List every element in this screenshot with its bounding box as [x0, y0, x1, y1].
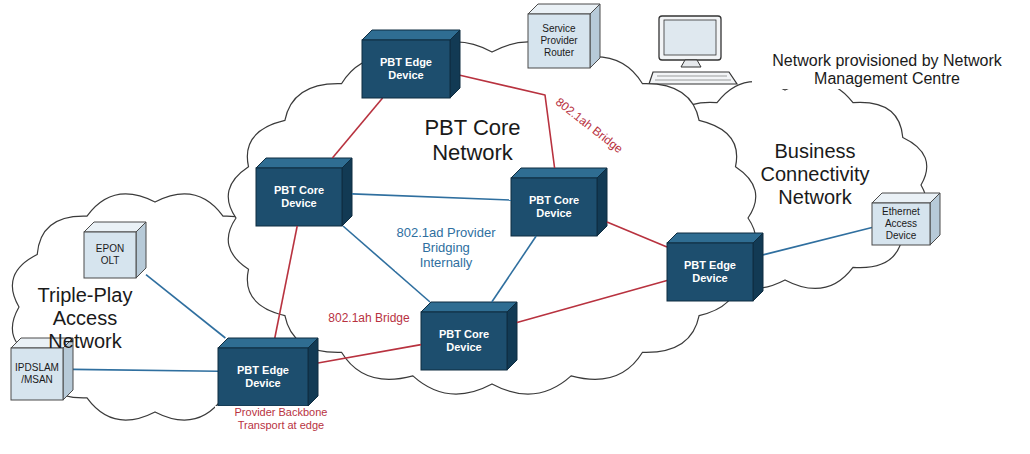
link-line [460, 75, 555, 168]
device-face: EPON OLT [84, 232, 136, 278]
box-top [11, 338, 73, 348]
device-face: IPDSLAM /MSAN [11, 348, 63, 400]
pbt-device: PBT Edge Device [362, 30, 460, 98]
box-top [421, 302, 517, 312]
device-label: PBT Edge Device [670, 259, 750, 285]
pbt-device: PBT Edge Device [667, 233, 763, 301]
device-label: IPDSLAM /MSAN [14, 362, 60, 386]
box-side [136, 222, 146, 278]
device-face: PBT Edge Device [362, 40, 450, 98]
box-side [597, 168, 607, 236]
access-device: Service Provider Router [528, 4, 600, 68]
box-side [507, 302, 517, 370]
link-line [146, 275, 225, 338]
box-top [84, 222, 146, 232]
device-face: Service Provider Router [528, 14, 590, 68]
annotation-label: 802.1ad Provider Bridging Internally [395, 226, 497, 271]
link-line [318, 345, 421, 363]
annotation-label: Network provisioned by Network Managemen… [752, 52, 1022, 89]
annotation-label: 802.1ah Bridge [318, 312, 420, 326]
keyboard-keys [655, 76, 731, 80]
device-label: Ethernet Access Device [875, 206, 927, 242]
access-device: Ethernet Access Device [872, 193, 940, 245]
link-line [352, 194, 511, 200]
device-face: PBT Edge Device [218, 348, 308, 406]
box-side [450, 30, 460, 98]
device-face: Ethernet Access Device [872, 203, 930, 245]
device-label: PBT Edge Device [365, 56, 447, 82]
box-front [256, 168, 342, 226]
box-top [872, 193, 940, 203]
link-line [332, 98, 382, 158]
device-label: PBT Core Device [424, 328, 504, 354]
box-side [342, 158, 352, 226]
box-top [256, 158, 352, 168]
access-device: EPON OLT [84, 222, 146, 278]
pbt-device: PBT Edge Device [218, 338, 318, 406]
box-side [63, 338, 73, 400]
cloud-title: Business Connectivity Network [745, 140, 885, 209]
device-label: EPON OLT [87, 243, 133, 267]
device-label: PBT Core Device [514, 194, 594, 220]
box-top [528, 4, 600, 14]
box-front [872, 203, 930, 245]
link-line [275, 226, 297, 338]
monitor-stand [681, 60, 701, 67]
computer-icon [645, 10, 745, 90]
link-line [73, 369, 218, 371]
box-front [218, 348, 308, 406]
cloud-title: PBT Core Network [400, 115, 545, 166]
device-face: PBT Core Device [256, 168, 342, 226]
device-label: Service Provider Router [531, 23, 587, 59]
box-front [362, 40, 450, 98]
keyboard [649, 72, 737, 84]
monitor [659, 16, 721, 60]
box-top [511, 168, 607, 178]
box-front [421, 312, 507, 370]
box-top [218, 338, 318, 348]
link-line [492, 236, 536, 302]
box-front [11, 348, 63, 400]
screen [664, 20, 716, 55]
link-line [763, 228, 872, 255]
pbt-device: PBT Core Device [256, 158, 352, 226]
box-top [667, 233, 763, 243]
pbt-device: PBT Core Device [511, 168, 607, 236]
box-side [308, 338, 318, 406]
box-side [590, 4, 600, 68]
box-front [511, 178, 597, 236]
box-side [930, 193, 940, 245]
box-front [667, 243, 753, 301]
device-label: PBT Core Device [259, 184, 339, 210]
annotation-label: Provider Backbone Transport at edge [215, 406, 347, 431]
box-top [362, 30, 460, 40]
device-face: PBT Core Device [511, 178, 597, 236]
pbt-device: PBT Core Device [421, 302, 517, 370]
box-front [84, 232, 136, 278]
device-face: PBT Core Device [421, 312, 507, 370]
device-face: PBT Edge Device [667, 243, 753, 301]
cloud-title: Triple-Play Access Network [15, 284, 155, 353]
link-line [517, 281, 667, 323]
device-label: PBT Edge Device [221, 364, 305, 390]
box-front [528, 14, 590, 68]
box-side [753, 233, 763, 301]
link-line [607, 222, 667, 247]
